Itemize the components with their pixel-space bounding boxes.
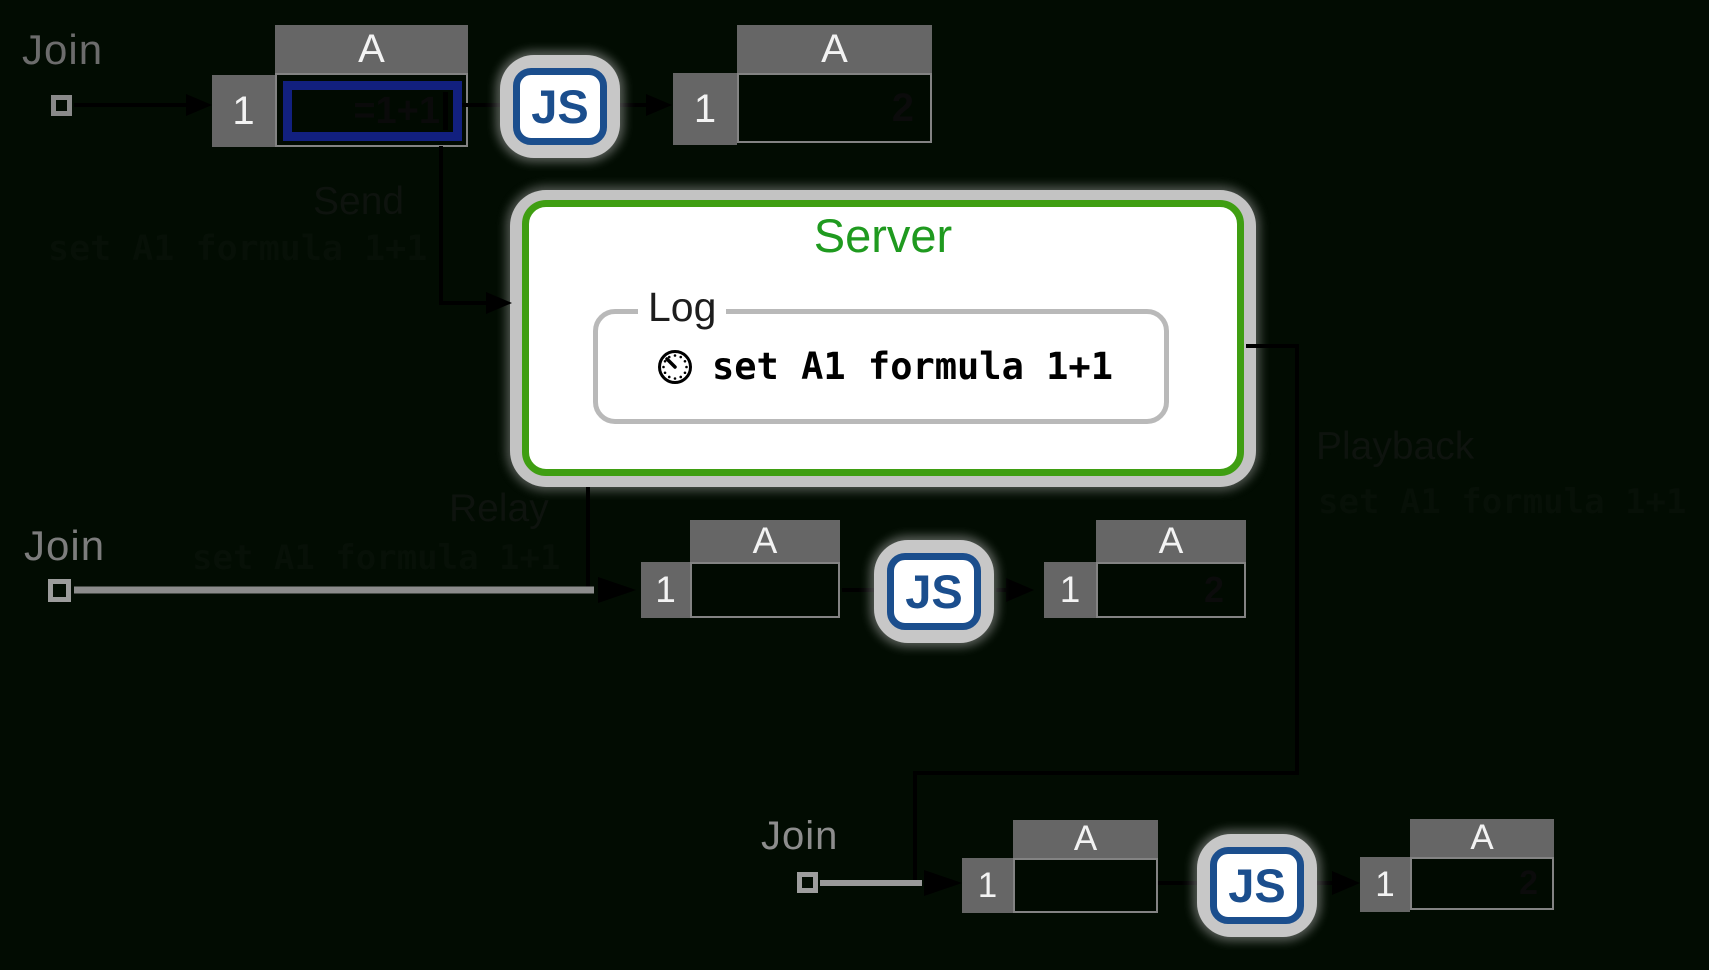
column-header: A	[690, 520, 840, 562]
join-label-top: Join	[22, 26, 104, 73]
row-header: 1	[962, 858, 1013, 913]
playback-label: Playback	[1316, 425, 1475, 468]
js-engine-label: JS	[887, 553, 981, 630]
arrowhead	[924, 870, 962, 896]
stopwatch-icon	[658, 349, 692, 384]
join-port-middle	[48, 579, 71, 602]
arrowhead	[186, 94, 212, 116]
arrowhead	[1332, 871, 1360, 895]
column-header: A	[1013, 819, 1158, 858]
row-header: 1	[673, 73, 737, 145]
log-entry: set A1 formula 1+1	[656, 345, 1113, 388]
send-label: Send	[313, 180, 405, 223]
sheet-cell: 2	[1410, 857, 1554, 910]
sheet-cell: 2	[737, 73, 932, 143]
log-entry-text: set A1 formula 1+1	[712, 345, 1113, 388]
join-port-top	[51, 95, 72, 116]
join-label-middle: Join	[24, 522, 106, 569]
row-header: 1	[1044, 562, 1096, 618]
js-engine-badge: JS	[500, 55, 620, 158]
sheet-cell: 2	[1096, 562, 1246, 618]
text-cursor	[443, 92, 448, 130]
row-header: 1	[641, 562, 690, 618]
column-header: A	[275, 25, 468, 73]
sheet-cell: =1+1	[275, 73, 468, 147]
column-header: A	[1410, 818, 1554, 857]
sheet-cell	[1013, 858, 1158, 913]
send-wire	[439, 146, 486, 305]
arrowhead	[486, 292, 512, 314]
row-header: 1	[212, 75, 275, 147]
js-engine-badge: JS	[1197, 834, 1317, 937]
server-title: Server	[813, 209, 953, 262]
column-header: A	[1096, 520, 1246, 562]
cell-formula: =1+1	[353, 89, 440, 132]
join-label-bottom: Join	[761, 814, 839, 858]
row-header: 1	[1360, 857, 1410, 912]
arrowhead	[598, 577, 636, 603]
js-engine-label: JS	[1210, 847, 1304, 924]
sheet-cell	[690, 562, 840, 618]
send-command: set A1 formula 1+1	[48, 229, 428, 269]
column-header: A	[737, 25, 932, 73]
arrowhead	[1006, 578, 1034, 602]
selected-cell: =1+1	[283, 81, 462, 141]
playback-command: set A1 formula 1+1	[1318, 482, 1687, 522]
js-engine-label: JS	[513, 68, 607, 145]
log-label: Log	[638, 284, 727, 331]
join-port-bottom	[797, 872, 818, 893]
js-engine-badge: JS	[874, 540, 994, 643]
arrowhead	[646, 94, 672, 116]
relay-command: set A1 formula 1+1	[192, 538, 561, 578]
relay-label: Relay	[449, 487, 549, 530]
